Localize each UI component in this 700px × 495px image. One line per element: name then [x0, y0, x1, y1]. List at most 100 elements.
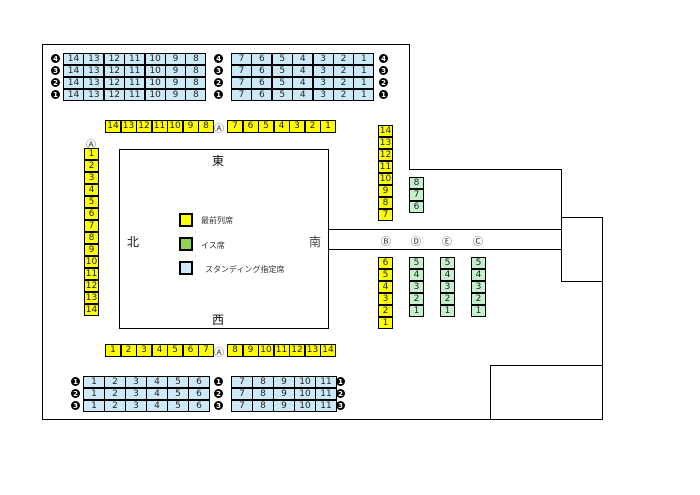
standing-seat[interactable]: 9 — [273, 400, 295, 412]
front-row-seat[interactable]: 5 — [378, 269, 393, 281]
chair-seat[interactable]: 5 — [471, 257, 486, 269]
standing-seat[interactable]: 1 — [353, 65, 375, 77]
standing-seat[interactable]: 12 — [103, 89, 125, 101]
standing-seat[interactable]: 8 — [252, 388, 274, 400]
chair-seat[interactable]: 4 — [409, 269, 424, 281]
standing-seat[interactable]: 1 — [353, 77, 375, 89]
standing-seat[interactable]: 2 — [104, 376, 126, 388]
standing-seat[interactable]: 14 — [63, 77, 84, 89]
front-row-seat[interactable]: 12 — [378, 149, 393, 161]
chair-seat[interactable]: 5 — [409, 257, 424, 269]
standing-seat[interactable]: 11 — [315, 388, 337, 400]
standing-seat[interactable]: 8 — [252, 376, 274, 388]
front-row-seat[interactable]: 12 — [136, 120, 152, 133]
standing-seat[interactable]: 5 — [271, 65, 293, 77]
standing-seat[interactable]: 6 — [251, 53, 273, 65]
standing-seat[interactable]: 2 — [333, 65, 354, 77]
standing-seat[interactable]: 14 — [63, 65, 84, 77]
front-row-seat[interactable]: 7 — [227, 120, 243, 133]
standing-seat[interactable]: 4 — [292, 53, 314, 65]
standing-seat[interactable]: 2 — [104, 388, 126, 400]
standing-seat[interactable]: 9 — [165, 89, 186, 101]
front-row-seat[interactable]: 6 — [84, 208, 99, 220]
front-row-seat[interactable]: 14 — [84, 304, 99, 316]
standing-seat[interactable]: 13 — [83, 53, 105, 65]
standing-seat[interactable]: 4 — [292, 65, 314, 77]
front-row-seat[interactable]: 11 — [273, 344, 290, 357]
front-row-seat[interactable]: 2 — [304, 120, 321, 133]
standing-seat[interactable]: 7 — [231, 388, 253, 400]
standing-seat[interactable]: 3 — [125, 388, 147, 400]
front-row-seat[interactable]: 8 — [378, 197, 393, 209]
standing-seat[interactable]: 1 — [353, 53, 375, 65]
chair-seat[interactable]: 4 — [440, 269, 455, 281]
standing-seat[interactable]: 13 — [83, 65, 105, 77]
standing-seat[interactable]: 5 — [167, 400, 189, 412]
front-row-seat[interactable]: 14 — [105, 120, 121, 133]
standing-seat[interactable]: 11 — [124, 65, 146, 77]
standing-seat[interactable]: 6 — [188, 376, 210, 388]
standing-seat[interactable]: 11 — [315, 376, 337, 388]
standing-seat[interactable]: 6 — [188, 388, 210, 400]
standing-seat[interactable]: 10 — [294, 400, 316, 412]
front-row-seat[interactable]: 13 — [304, 344, 321, 357]
front-row-seat[interactable]: 13 — [378, 137, 393, 149]
front-row-seat[interactable]: 1 — [105, 344, 121, 357]
standing-seat[interactable]: 7 — [231, 77, 252, 89]
standing-seat[interactable]: 5 — [271, 53, 293, 65]
standing-seat[interactable]: 4 — [146, 400, 168, 412]
front-row-seat[interactable]: 3 — [289, 120, 305, 133]
chair-seat[interactable]: 3 — [440, 281, 455, 293]
front-row-seat[interactable]: 4 — [151, 344, 168, 357]
front-row-seat[interactable]: 6 — [182, 344, 199, 357]
standing-seat[interactable]: 7 — [231, 400, 253, 412]
standing-seat[interactable]: 1 — [353, 89, 375, 101]
front-row-seat[interactable]: 6 — [378, 257, 393, 269]
standing-seat[interactable]: 3 — [312, 77, 334, 89]
standing-seat[interactable]: 5 — [167, 388, 189, 400]
standing-seat[interactable]: 12 — [103, 77, 125, 89]
standing-seat[interactable]: 7 — [231, 65, 252, 77]
standing-seat[interactable]: 2 — [333, 89, 354, 101]
front-row-seat[interactable]: 14 — [320, 344, 336, 357]
chair-seat[interactable]: 2 — [471, 293, 486, 305]
standing-seat[interactable]: 6 — [188, 400, 210, 412]
standing-seat[interactable]: 10 — [144, 65, 166, 77]
standing-seat[interactable]: 11 — [124, 89, 146, 101]
front-row-seat[interactable]: 1 — [378, 317, 393, 329]
standing-seat[interactable]: 1 — [83, 376, 105, 388]
front-row-seat[interactable]: 14 — [378, 125, 393, 137]
standing-seat[interactable]: 7 — [231, 53, 252, 65]
chair-seat[interactable]: 3 — [409, 281, 424, 293]
front-row-seat[interactable]: 11 — [84, 268, 99, 280]
standing-seat[interactable]: 4 — [292, 89, 314, 101]
front-row-seat[interactable]: 9 — [242, 344, 259, 357]
standing-seat[interactable]: 8 — [185, 65, 207, 77]
front-row-seat[interactable]: 12 — [289, 344, 305, 357]
standing-seat[interactable]: 5 — [271, 89, 293, 101]
standing-seat[interactable]: 2 — [104, 400, 126, 412]
standing-seat[interactable]: 3 — [125, 376, 147, 388]
chair-seat[interactable]: 4 — [471, 269, 486, 281]
front-row-seat[interactable]: 8 — [84, 232, 99, 244]
standing-seat[interactable]: 8 — [252, 400, 274, 412]
front-row-seat[interactable]: 7 — [84, 220, 99, 232]
standing-seat[interactable]: 4 — [146, 388, 168, 400]
front-row-seat[interactable]: 10 — [167, 120, 183, 133]
standing-seat[interactable]: 6 — [251, 65, 273, 77]
standing-seat[interactable]: 12 — [103, 53, 125, 65]
front-row-seat[interactable]: 9 — [84, 244, 99, 256]
standing-seat[interactable]: 5 — [271, 77, 293, 89]
chair-seat[interactable]: 5 — [440, 257, 455, 269]
standing-seat[interactable]: 5 — [167, 376, 189, 388]
standing-seat[interactable]: 9 — [273, 388, 295, 400]
front-row-seat[interactable]: 1 — [84, 148, 99, 160]
standing-seat[interactable]: 9 — [165, 77, 186, 89]
standing-seat[interactable]: 13 — [83, 77, 105, 89]
standing-seat[interactable]: 1 — [83, 400, 105, 412]
standing-seat[interactable]: 11 — [124, 53, 146, 65]
front-row-seat[interactable]: 1 — [320, 120, 336, 133]
front-row-seat[interactable]: 3 — [84, 172, 99, 184]
standing-seat[interactable]: 10 — [144, 89, 166, 101]
front-row-seat[interactable]: 5 — [84, 196, 99, 208]
